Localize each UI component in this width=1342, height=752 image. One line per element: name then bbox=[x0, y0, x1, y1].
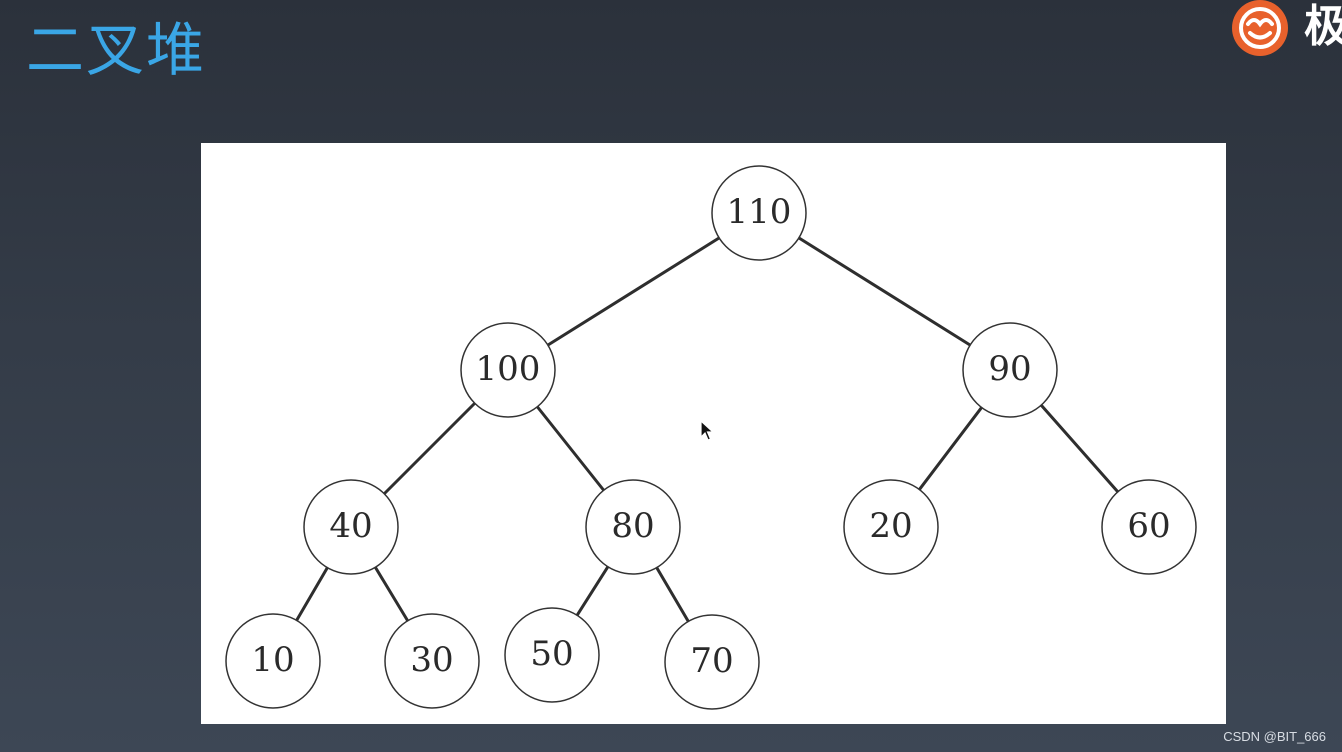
tree-edge bbox=[1039, 402, 1120, 495]
tree-node-circle bbox=[711, 165, 807, 261]
tree-node: 40 bbox=[303, 479, 399, 575]
tree-edge bbox=[373, 564, 410, 624]
tree-node-value: 60 bbox=[1127, 506, 1170, 546]
tree-node: 110 bbox=[711, 165, 807, 261]
tree-node-value: 50 bbox=[530, 634, 573, 674]
brand-logo-icon bbox=[1232, 0, 1288, 56]
tree-edge bbox=[545, 235, 722, 348]
tree-node: 100 bbox=[460, 322, 556, 418]
tree-edge bbox=[796, 235, 973, 348]
tree-node: 20 bbox=[843, 479, 939, 575]
tree-node-circle bbox=[225, 613, 321, 709]
tree-node: 60 bbox=[1101, 479, 1197, 575]
tree-edge bbox=[294, 565, 330, 623]
tree-node-circle bbox=[1101, 479, 1197, 575]
tree-node-value: 10 bbox=[251, 640, 294, 680]
tree-node: 80 bbox=[585, 479, 681, 575]
tree-node: 10 bbox=[225, 613, 321, 709]
tree-node-circle bbox=[585, 479, 681, 575]
brand-logo: 极 bbox=[1224, 0, 1342, 62]
edge-layer bbox=[294, 235, 1120, 624]
tree-node-circle bbox=[460, 322, 556, 418]
tree-node-value: 30 bbox=[410, 640, 453, 680]
heap-diagram: 110 100 90 40 80 20 60 10 30 50 70 bbox=[201, 143, 1226, 724]
tree-node-value: 90 bbox=[988, 349, 1031, 389]
tree-node-circle bbox=[664, 614, 760, 710]
heap-tree: 110 100 90 40 80 20 60 10 30 50 70 bbox=[225, 165, 1197, 710]
watermark: CSDN @BIT_666 bbox=[1223, 729, 1326, 744]
tree-node: 90 bbox=[962, 322, 1058, 418]
tree-edge bbox=[654, 565, 691, 624]
tree-node-value: 100 bbox=[476, 349, 541, 389]
node-layer: 110 100 90 40 80 20 60 10 30 50 70 bbox=[225, 165, 1197, 710]
tree-edge bbox=[917, 405, 984, 492]
tree-node-circle bbox=[384, 613, 480, 709]
tree-edge bbox=[535, 404, 606, 493]
mouse-cursor-icon bbox=[700, 420, 715, 441]
tree-node-value: 40 bbox=[329, 506, 372, 546]
tree-node-circle bbox=[504, 607, 600, 703]
brand-text: 极 bbox=[1304, 1, 1342, 52]
tree-node-circle bbox=[962, 322, 1058, 418]
slide-title: 二叉堆 bbox=[26, 16, 207, 84]
tree-node-circle bbox=[843, 479, 939, 575]
tree-edge bbox=[575, 564, 610, 618]
tree-node: 70 bbox=[664, 614, 760, 710]
tree-edge bbox=[382, 401, 477, 496]
tree-node: 50 bbox=[504, 607, 600, 703]
tree-node-value: 70 bbox=[690, 641, 733, 681]
tree-node-value: 110 bbox=[727, 192, 792, 232]
tree-node-value: 80 bbox=[611, 506, 654, 546]
tree-node: 30 bbox=[384, 613, 480, 709]
tree-node-circle bbox=[303, 479, 399, 575]
tree-node-value: 20 bbox=[869, 506, 912, 546]
